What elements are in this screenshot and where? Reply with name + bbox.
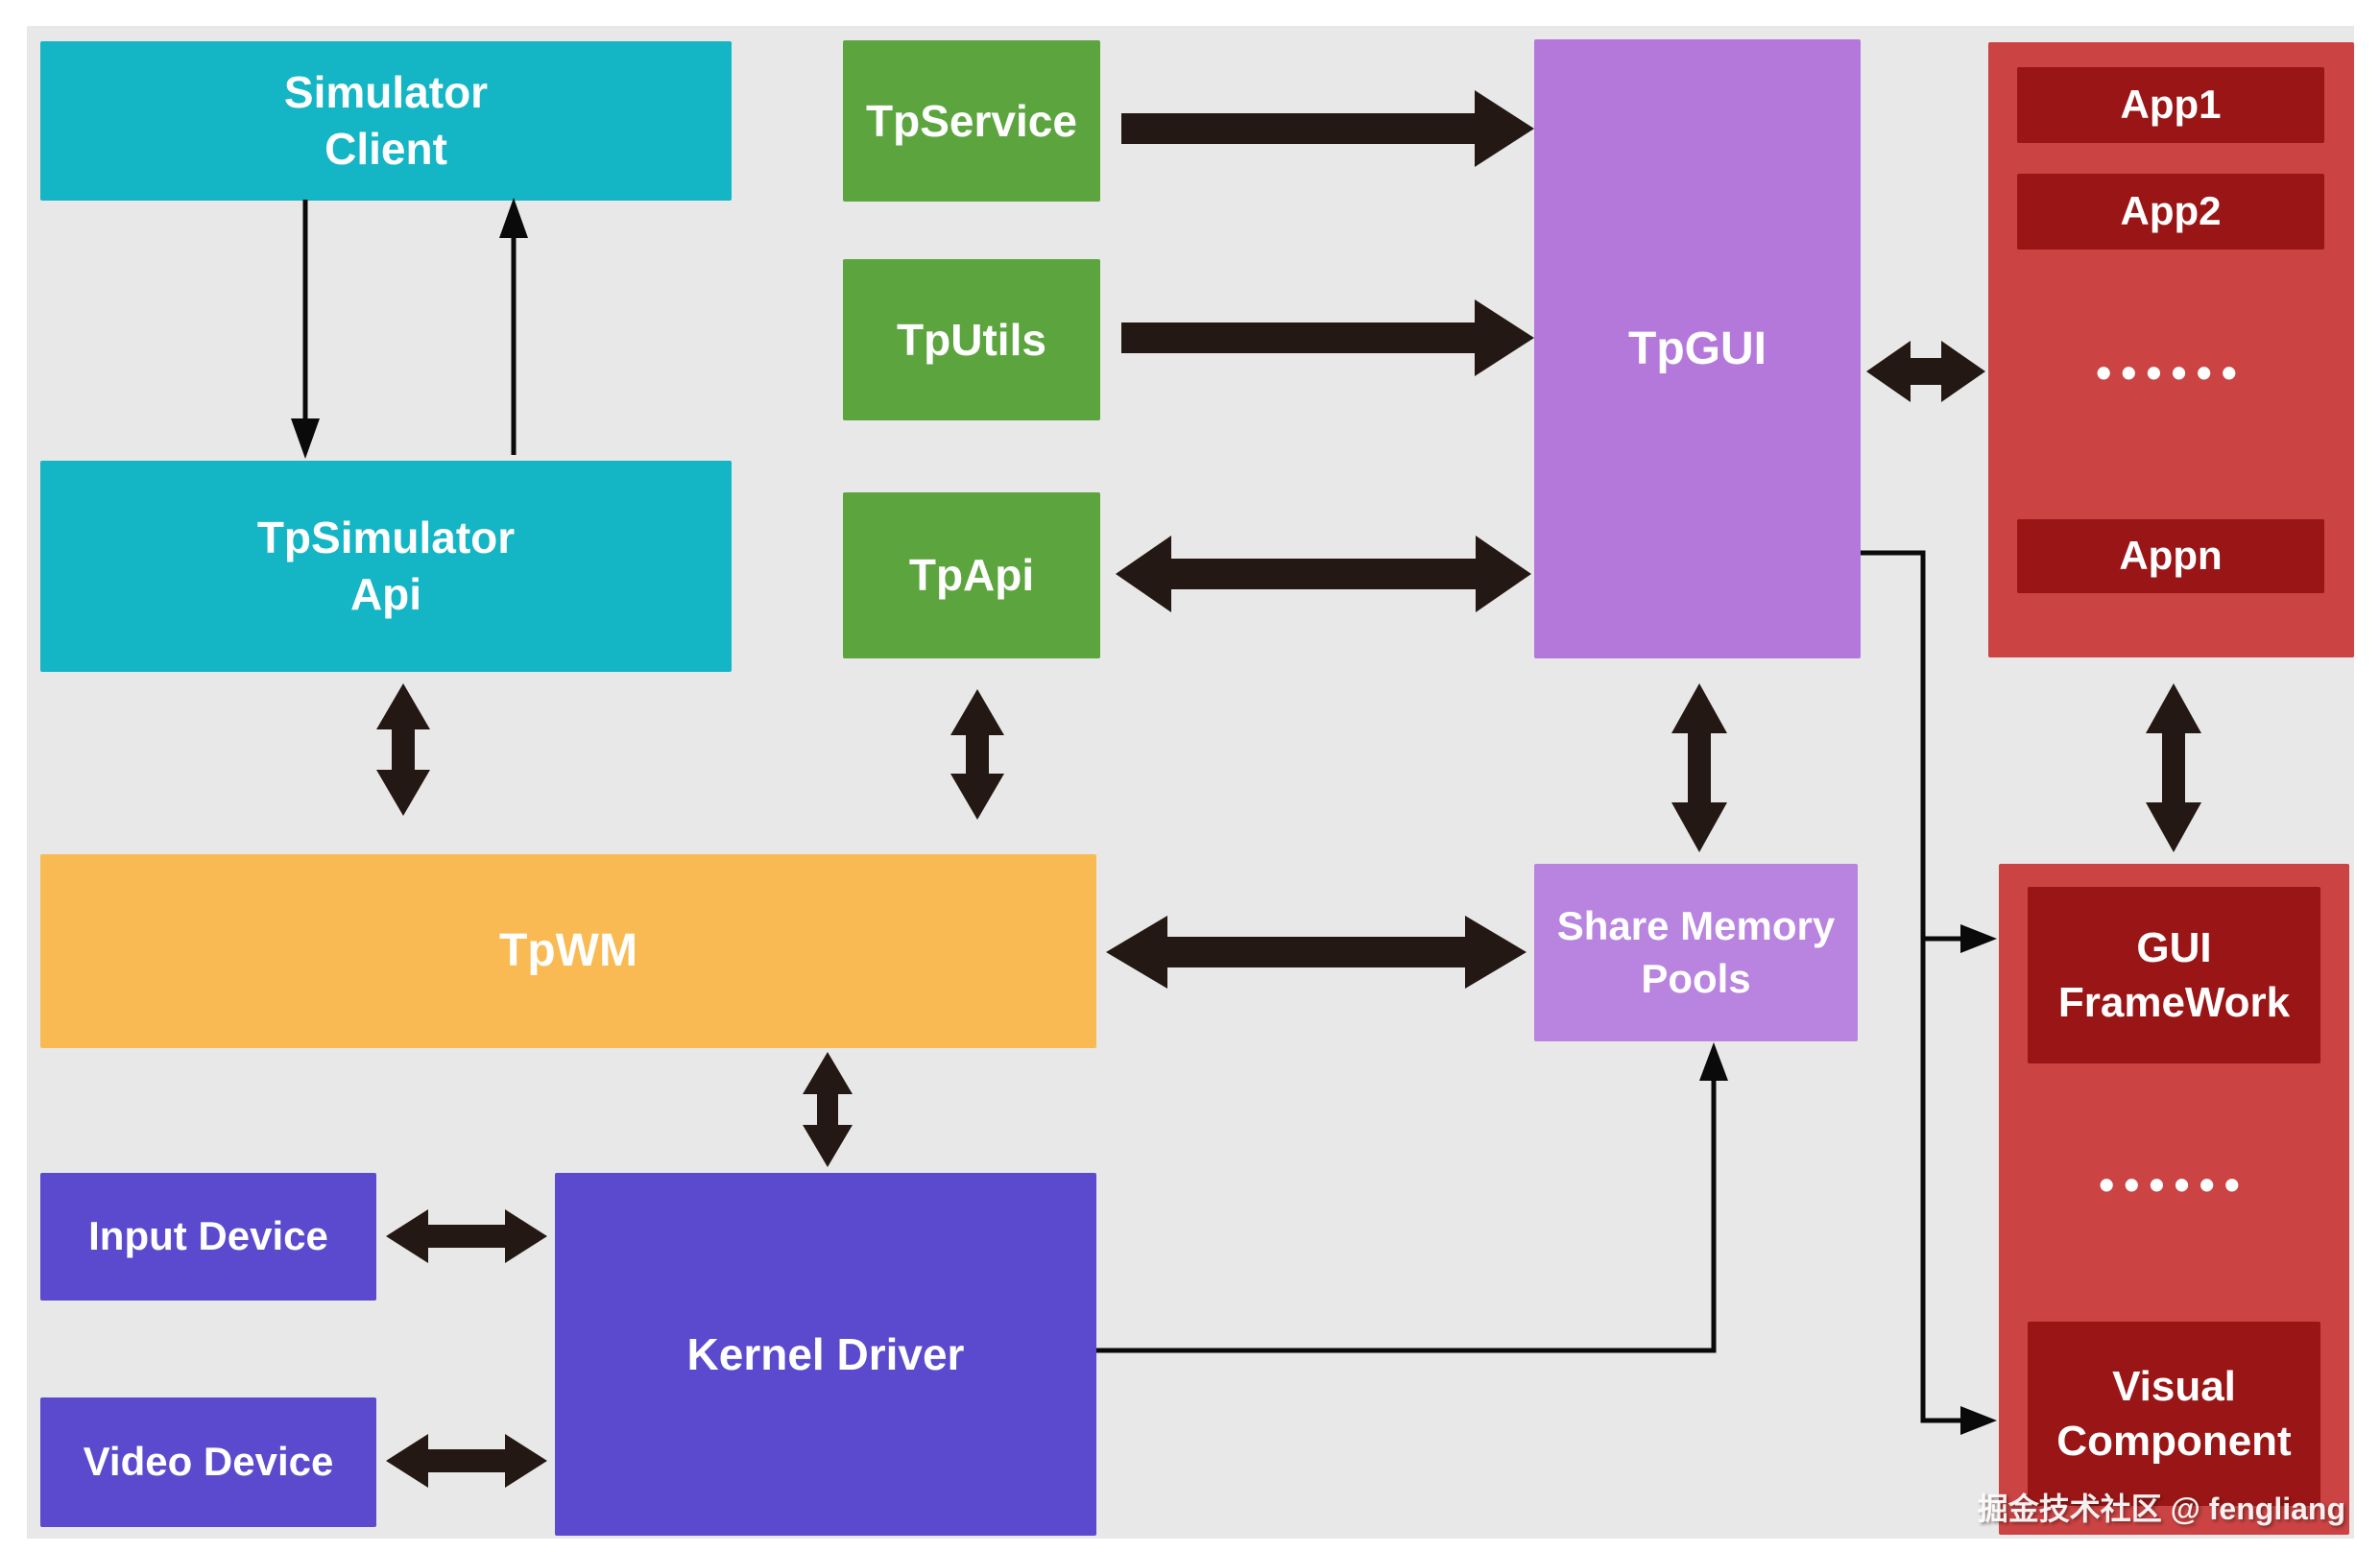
visual-component-label-line2: Component: [2056, 1418, 2292, 1465]
watermark-text: 掘金技术社区 @ fengliang: [1977, 1492, 2345, 1526]
apps-container: App1 App2 •••••• Appn: [1988, 42, 2354, 657]
appn-box: Appn: [2017, 519, 2324, 593]
gui-framework-label-line1: GUI: [2136, 923, 2212, 971]
simulator-client-label-line2: Client: [325, 124, 447, 174]
app2-label: App2: [2120, 188, 2222, 234]
kernel-driver-label: Kernel Driver: [686, 1328, 965, 1379]
share-memory-pools-label-line2: Pools: [1641, 955, 1751, 1001]
share-memory-pools-label-line1: Share Memory: [1556, 902, 1836, 948]
tpsimulator-api-label-line2: Api: [349, 569, 422, 619]
tpapi-box: TpApi: [843, 492, 1100, 658]
video-device-label: Video Device: [83, 1439, 334, 1485]
apps-ellipsis: ••••••: [2096, 347, 2247, 397]
tputils-box: TpUtils: [843, 259, 1100, 420]
tpsimulator-api-box: TpSimulator Api: [40, 461, 732, 672]
tpgui-label: TpGUI: [1628, 322, 1767, 374]
gui-framework-container: GUI FrameWork •••••• Visual Component 掘金…: [1978, 864, 2349, 1535]
simulator-client-box: Simulator Client: [40, 41, 732, 201]
simulator-client-label-line1: Simulator: [283, 67, 489, 118]
app1-box: App1: [2017, 67, 2324, 143]
tpwm-label: TpWM: [499, 925, 637, 976]
gui-ellipsis: ••••••: [2099, 1159, 2249, 1209]
app1-label: App1: [2120, 82, 2222, 128]
tpapi-label: TpApi: [908, 550, 1035, 601]
share-memory-pools-box: Share Memory Pools: [1534, 864, 1858, 1041]
visual-component-box: Visual Component: [2028, 1322, 2320, 1506]
input-device-label: Input Device: [88, 1213, 328, 1259]
tpwm-box: TpWM: [40, 854, 1096, 1048]
gui-framework-box: GUI FrameWork: [2028, 887, 2320, 1063]
tpsimulator-api-label-line1: TpSimulator: [256, 513, 516, 563]
tputils-label: TpUtils: [897, 314, 1046, 365]
tpgui-box: TpGUI: [1534, 39, 1861, 658]
input-device-box: Input Device: [40, 1173, 376, 1301]
appn-label: Appn: [2119, 533, 2223, 579]
tpservice-label: TpService: [866, 95, 1077, 146]
video-device-box: Video Device: [40, 1397, 376, 1527]
kernel-driver-box: Kernel Driver: [555, 1173, 1096, 1536]
gui-framework-label-line2: FrameWork: [2057, 979, 2291, 1026]
app2-box: App2: [2017, 174, 2324, 250]
visual-component-label-line1: Visual: [2112, 1362, 2236, 1410]
tpservice-box: TpService: [843, 40, 1100, 202]
